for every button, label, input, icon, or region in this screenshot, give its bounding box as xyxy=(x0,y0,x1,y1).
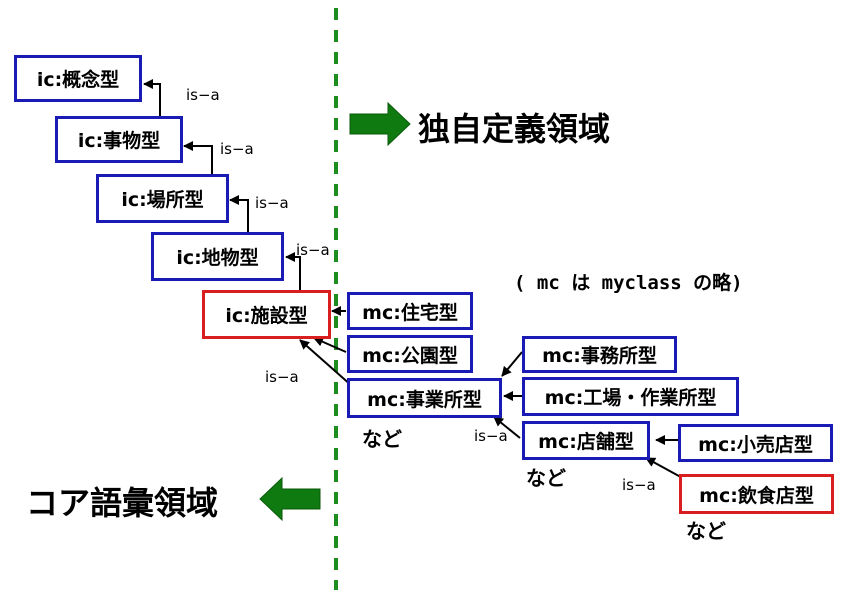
etc-label-inshoku: など xyxy=(686,519,726,543)
isa-link-jimusho-jigyosho xyxy=(501,351,523,377)
node-ic-gainen: ic:概念型 xyxy=(14,55,142,102)
isa-label-6: is−a xyxy=(474,427,508,445)
node-ic-basho: ic:場所型 xyxy=(96,174,229,223)
node-ic-shisetsu: ic:施設型 xyxy=(202,290,331,339)
node-mc-koen: mc:公園型 xyxy=(347,335,473,373)
region-title-core: コア語彙領域 xyxy=(26,484,219,522)
isa-link-chibutsu-basho xyxy=(229,195,249,232)
node-ic-jibutsu: ic:事物型 xyxy=(55,116,183,163)
node-ic-chibutsu: ic:地物型 xyxy=(151,232,284,281)
node-mc-jimusho: mc:事務所型 xyxy=(522,336,677,373)
etc-label-jigyosho: など xyxy=(362,427,402,451)
arrow-left-icon xyxy=(259,476,321,522)
isa-link-shisetsu-chibutsu xyxy=(285,252,301,290)
isa-label-1: is−a xyxy=(186,86,220,104)
abbreviation-note: ( mc は myclass の略) xyxy=(514,272,743,294)
isa-link-jibutsu-gainen xyxy=(143,79,161,116)
isa-label-2: is−a xyxy=(220,140,254,158)
isa-link-koen-shisetsu xyxy=(313,337,347,353)
isa-link-tenpo-jigyosho xyxy=(493,416,521,439)
node-mc-jigyosho: mc:事業所型 xyxy=(347,378,502,418)
isa-label-5: is−a xyxy=(265,368,299,386)
isa-label-3: is−a xyxy=(255,194,289,212)
isa-label-7: is−a xyxy=(622,476,656,494)
node-mc-tenpo: mc:店舗型 xyxy=(522,421,650,460)
node-mc-kojo: mc:工場・作業所型 xyxy=(522,377,739,416)
isa-link-basho-jibutsu xyxy=(183,141,213,174)
node-mc-jutaku: mc:住宅型 xyxy=(347,292,473,330)
isa-label-4: is−a xyxy=(296,241,330,259)
node-mc-inshoku: mc:飲食店型 xyxy=(679,474,834,514)
region-title-custom: 独自定義領域 xyxy=(418,110,611,148)
isa-link-jigyosho-shisetsu xyxy=(299,339,353,387)
arrow-right-icon xyxy=(349,101,411,147)
etc-label-tenpo: など xyxy=(526,466,566,490)
node-mc-kouri: mc:小売店型 xyxy=(678,424,833,462)
